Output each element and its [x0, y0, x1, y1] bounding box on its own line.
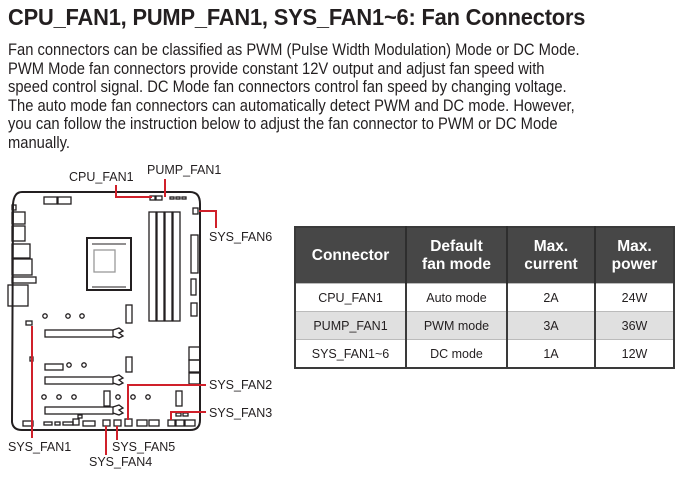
paragraph-line: you can follow the instruction below to …: [8, 115, 558, 134]
motherboard-outline: [7, 191, 201, 431]
cell-connector: SYS_FAN1~6: [295, 339, 406, 368]
cpu-fan1-leader: [115, 185, 152, 198]
label-sys-fan4: SYS_FAN4: [89, 455, 152, 469]
sys-fan6-leader: [199, 210, 217, 228]
table-row: CPU_FAN1 Auto mode 2A 24W: [295, 283, 674, 312]
cell-max-power: 24W: [594, 283, 674, 312]
header-connector: Connector: [295, 227, 406, 284]
motherboard-diagram: CPU_FAN1 PUMP_FAN1 SYS_FAN6 SYS_FAN2 SYS…: [7, 163, 272, 469]
label-cpu-fan1: CPU_FAN1: [69, 170, 134, 184]
cell-max-current: 1A: [506, 339, 595, 368]
label-sys-fan5: SYS_FAN5: [112, 440, 175, 454]
cell-max-current: 3A: [506, 311, 595, 340]
label-sys-fan3: SYS_FAN3: [209, 406, 272, 420]
label-sys-fan1: SYS_FAN1: [8, 440, 71, 454]
cell-fan-mode: PWM mode: [405, 311, 507, 340]
label-sys-fan2: SYS_FAN2: [209, 378, 272, 392]
header-max-current: Max.current: [506, 227, 595, 284]
section-title: CPU_FAN1, PUMP_FAN1, SYS_FAN1~6: Fan Con…: [8, 4, 586, 30]
sys-fan3-leader: [170, 411, 206, 420]
description-paragraph: Fan connectors can be classified as PWM …: [8, 41, 678, 153]
cell-connector: PUMP_FAN1: [295, 311, 406, 340]
paragraph-line: PWM Mode fan connectors provide constant…: [8, 59, 545, 78]
table-row: PUMP_FAN1 PWM mode 3A 36W: [295, 311, 674, 340]
cell-max-power: 12W: [594, 339, 674, 368]
header-max-power: Max.power: [594, 227, 674, 284]
table-row: SYS_FAN1~6 DC mode 1A 12W: [295, 339, 674, 368]
paragraph-line: speed control signal. DC Mode fan connec…: [8, 78, 567, 97]
cell-fan-mode: Auto mode: [405, 283, 507, 312]
label-pump-fan1: PUMP_FAN1: [147, 163, 221, 177]
sys-fan2-leader: [127, 384, 206, 420]
cell-connector: CPU_FAN1: [295, 283, 406, 312]
leader-lines: [31, 179, 217, 455]
paragraph-line: manually.: [8, 133, 70, 152]
paragraph-line: The auto mode fan connectors can automat…: [8, 96, 575, 115]
paragraph-line: Fan connectors can be classified as PWM …: [8, 41, 580, 59]
cell-max-current: 2A: [506, 283, 595, 312]
label-sys-fan6: SYS_FAN6: [209, 230, 272, 244]
cell-fan-mode: DC mode: [405, 339, 507, 368]
cell-max-power: 36W: [594, 311, 674, 340]
